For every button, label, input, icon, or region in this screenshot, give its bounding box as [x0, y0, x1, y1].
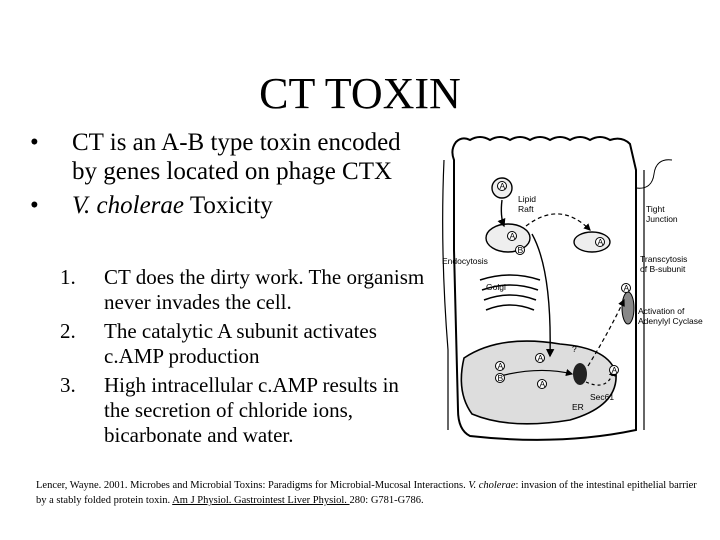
cell-diagram: A A B A A A B A A A Lipid Raft Tight Jun… — [440, 130, 710, 450]
toxin-a-label: A — [538, 353, 544, 363]
item-text: High intracellular c.AMP results in the … — [104, 373, 399, 447]
toxin-b-label: B — [518, 245, 524, 255]
item-text: The catalytic A subunit activates c.AMP … — [104, 319, 377, 368]
citation-journal: Am J Physiol. Gastrointest Liver Physiol… — [172, 495, 350, 506]
toxin-a-label: A — [500, 181, 506, 191]
numbered-item: 2. The catalytic A subunit activates c.A… — [56, 319, 426, 369]
cytosol-arrow — [587, 298, 625, 367]
adenylyl-cyclase-label: Adenylyl Cyclase — [638, 316, 703, 326]
er-label: ER — [572, 402, 584, 412]
transcytosis-sub-label: of B-subunit — [640, 264, 686, 274]
organism-name: V. cholerae — [72, 192, 185, 219]
numbered-list: 1. CT does the dirty work. The organism … — [56, 265, 426, 452]
golgi-stack — [479, 274, 541, 311]
bullet-marker: • — [30, 129, 39, 156]
bullet-item: • CT is an A-B type toxin encoded by gen… — [24, 128, 424, 186]
transcytosis-arrow — [525, 213, 591, 231]
activation-label: Activation of — [638, 306, 685, 316]
item-number: 1. — [60, 265, 76, 289]
citation-volume: 280: G781-G786. — [349, 495, 424, 506]
golgi-label: Golgi — [486, 282, 506, 292]
left-neighbor-cell — [442, 159, 449, 430]
toxin-a-label: A — [498, 361, 504, 371]
numbered-item: 3. High intracellular c.AMP results in t… — [56, 373, 426, 448]
cell-diagram-svg: A A B A A A B A A A Lipid Raft Tight Jun… — [442, 136, 703, 441]
toxin-markers: A A B A A A B A A A — [495, 181, 631, 389]
toxin-a-label: A — [540, 379, 546, 389]
bullet-text: CT is an A-B type toxin encoded by genes… — [72, 129, 401, 185]
tight-label: Tight — [646, 204, 665, 214]
citation: Lencer, Wayne. 2001. Microbes and Microb… — [36, 478, 706, 508]
ab-dissociation-arrow — [499, 369, 574, 377]
cell-membrane — [451, 136, 637, 441]
toxin-a-label: A — [624, 283, 630, 293]
endocytosis-label: Endocytosis — [442, 256, 488, 266]
citation-organism: V. cholerae — [468, 480, 516, 491]
junction-label: Junction — [646, 214, 678, 224]
toxin-b-label: B — [498, 373, 504, 383]
toxin-a-label: A — [612, 365, 618, 375]
sec61-channel — [573, 363, 587, 385]
bullet-list: • CT is an A-B type toxin encoded by gen… — [24, 128, 424, 225]
transcytosis-label: Transcytosis — [640, 254, 687, 264]
bullet-text: Toxicity — [184, 192, 273, 219]
bullet-item: • V. cholerae Toxicity — [24, 191, 424, 220]
item-number: 3. — [60, 373, 76, 397]
retrograde-arrow — [531, 233, 555, 358]
slide-title: CT TOXIN — [259, 69, 461, 118]
lipid-label: Lipid — [518, 194, 536, 204]
tight-junction-pointer — [635, 159, 673, 189]
citation-article: : invasion of the intestinal epithelial … — [36, 480, 697, 506]
item-number: 2. — [60, 319, 76, 343]
adenylyl-cyclase — [621, 291, 635, 325]
citation-authors-title: Lencer, Wayne. 2001. Microbes and Microb… — [36, 480, 469, 491]
numbered-item: 1. CT does the dirty work. The organism … — [56, 265, 426, 315]
transcytosis-vesicle — [573, 231, 611, 253]
toxin-a-label: A — [598, 237, 604, 247]
item-text: CT does the dirty work. The organism nev… — [104, 265, 425, 314]
endocytosis-arrow — [497, 199, 506, 228]
question-label: ? — [572, 344, 577, 354]
bullet-marker: • — [30, 192, 39, 219]
sec61-label: Sec61 — [590, 392, 614, 402]
raft-label: Raft — [518, 204, 534, 214]
toxin-a-label: A — [510, 231, 516, 241]
